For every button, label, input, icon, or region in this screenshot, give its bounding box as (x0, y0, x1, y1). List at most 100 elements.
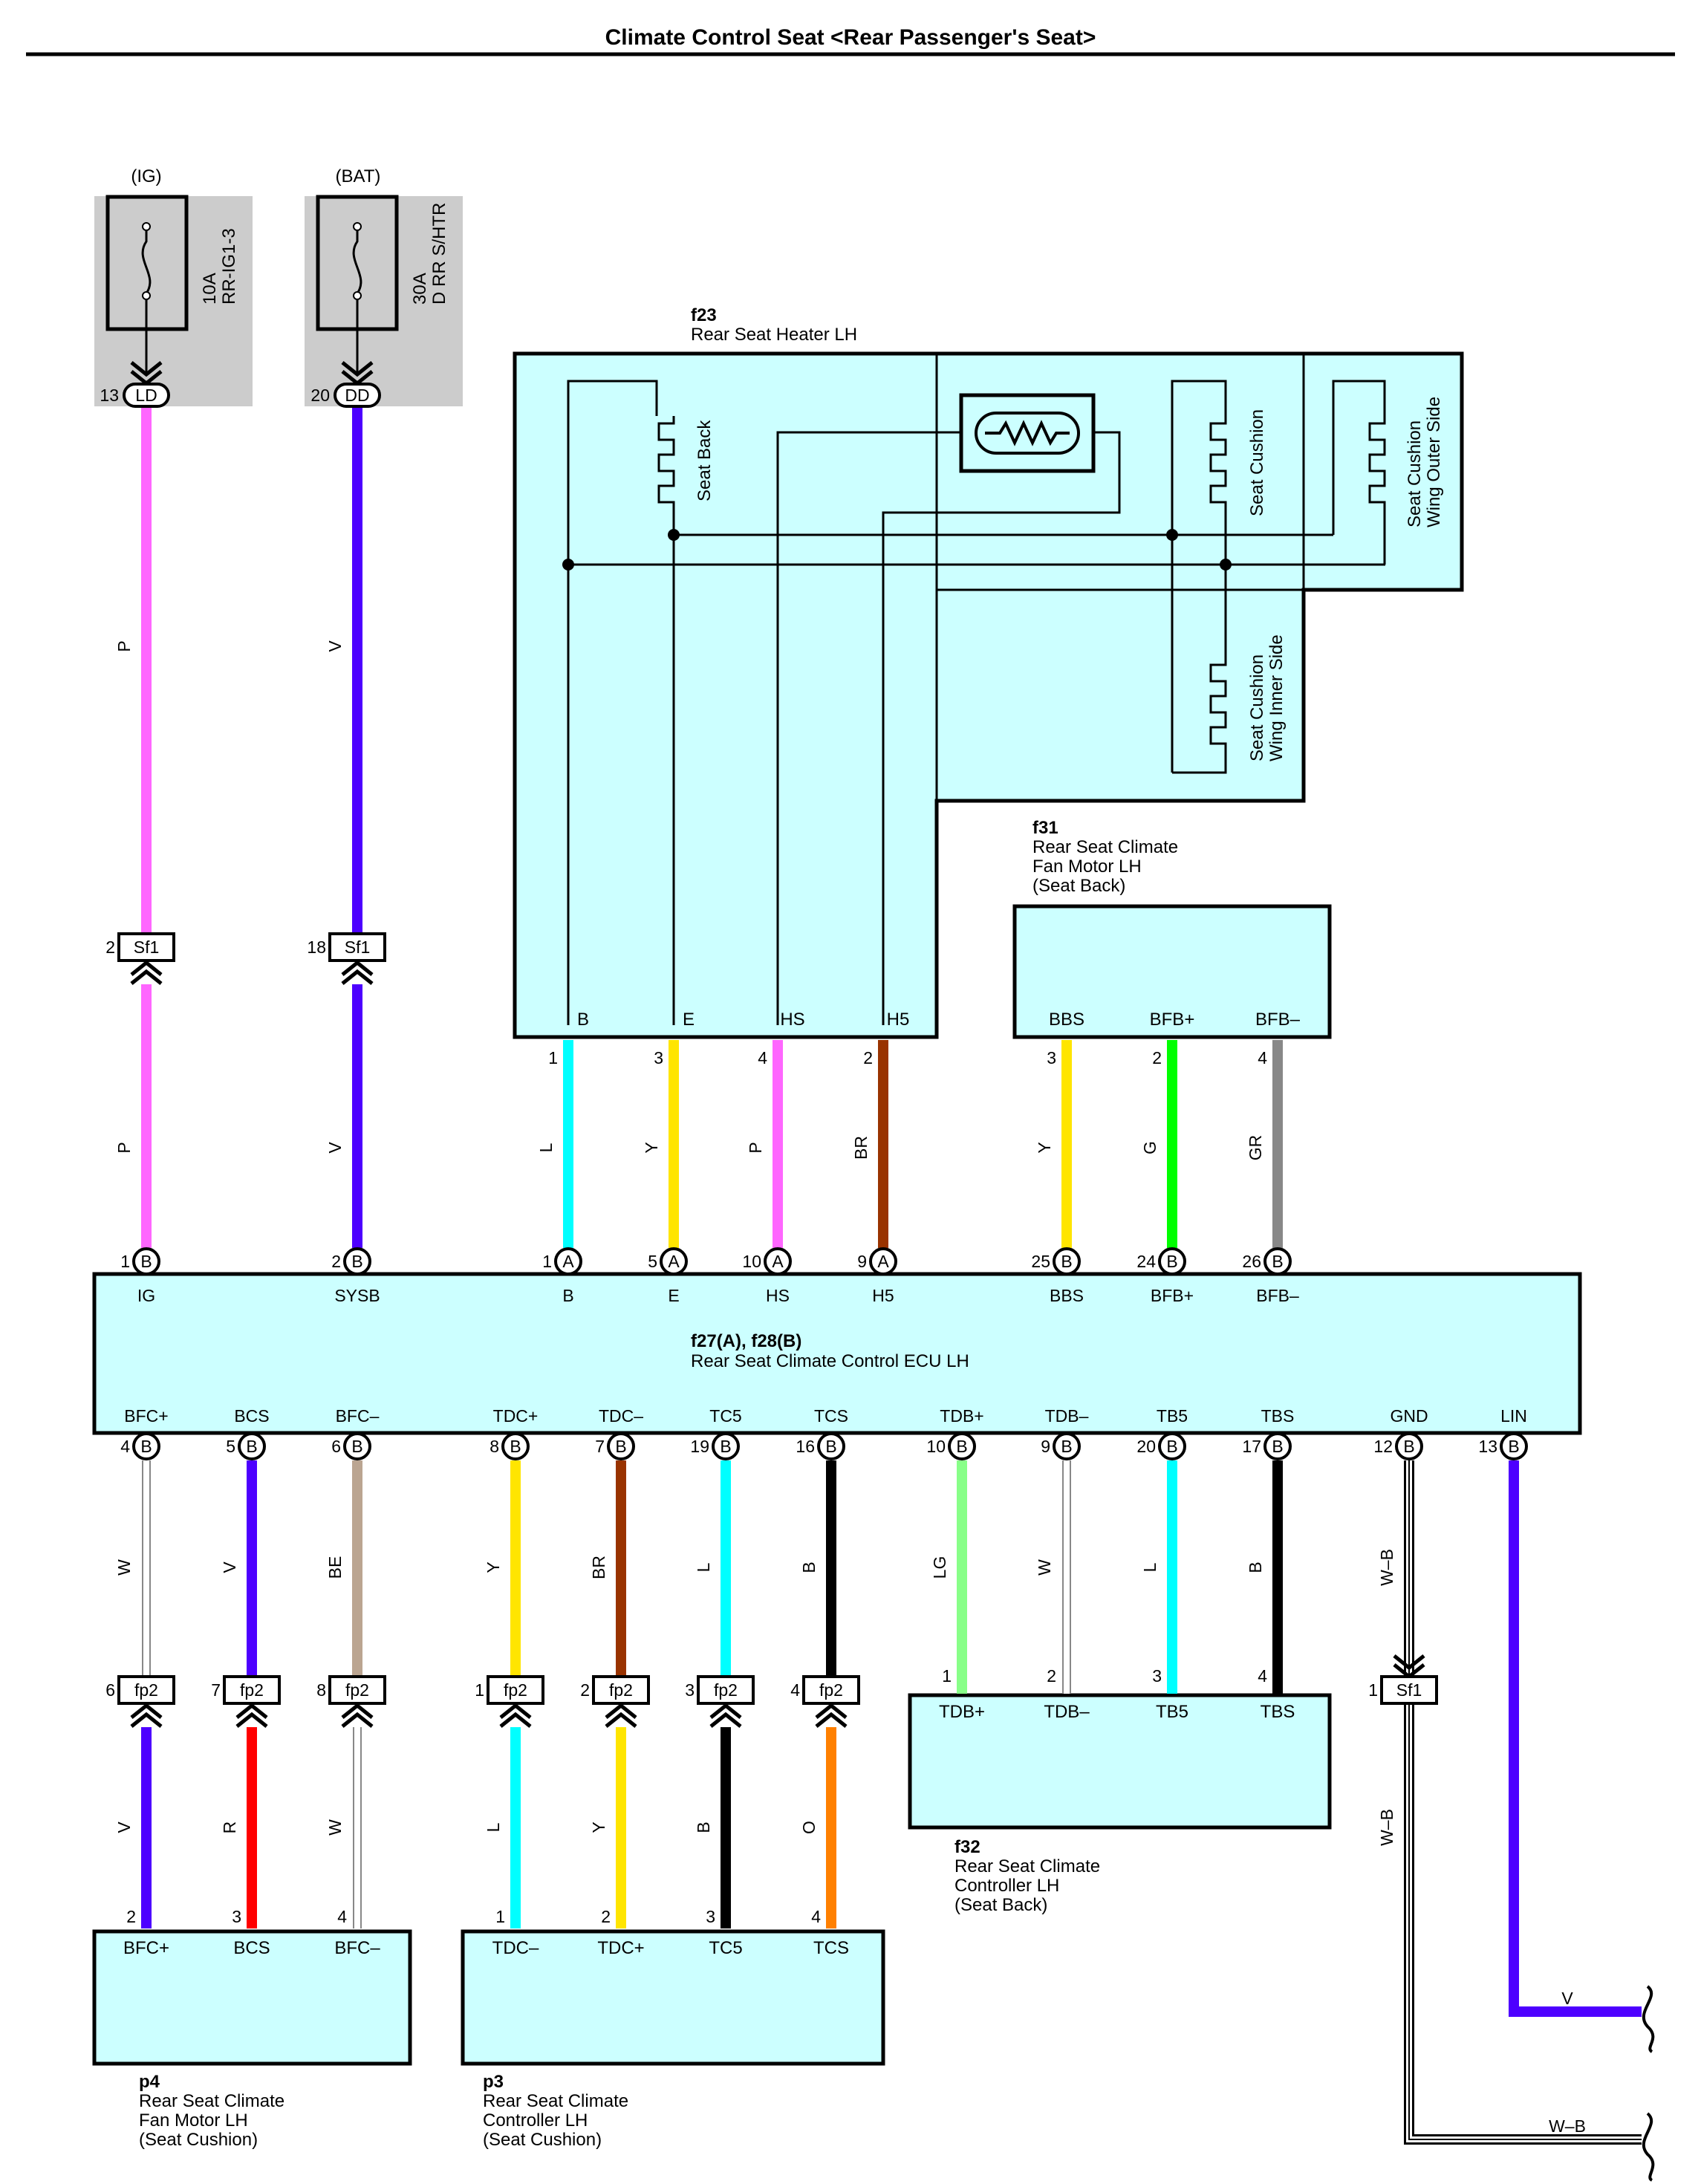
ecu-bottom-pin-number-12: 13 (1478, 1437, 1497, 1456)
ecu-top-pin-number-2: 1 (542, 1252, 552, 1271)
wire-heater-color-1: Y (642, 1142, 661, 1153)
sf1-junction-1-label: Sf1 (345, 937, 371, 957)
sf1-chevron-0-icon (130, 960, 163, 985)
fuse-bat-rating: 30A (410, 273, 430, 305)
heater-pin-2: 4 (758, 1048, 767, 1067)
wing-outer-element-icon (1368, 416, 1386, 565)
ecu-bottom-wire-color-9: L (1140, 1562, 1160, 1572)
heater-cushion-link (1171, 380, 1227, 773)
ecu-top-pin-number-5: 9 (857, 1252, 867, 1271)
fuse-1-pin: 20 (310, 386, 330, 405)
fp2-junction-pin-5: 3 (685, 1680, 695, 1700)
sf1-lower-junction-frame (1380, 1675, 1438, 1705)
fuse-1-connector-frame (334, 383, 381, 408)
ecu-bottom-wire-color-0: W (114, 1559, 134, 1576)
sf1-chevron-1-icon (341, 960, 374, 985)
fuse-0-connector-label: LD (135, 386, 157, 405)
wire-supply-lower-color-1: V (325, 1142, 345, 1154)
fp2-junction-pin-2: 8 (316, 1680, 326, 1700)
ecu-top-pin-1-ring (343, 1247, 371, 1275)
ecu-bottom-pin-4-ring (607, 1432, 635, 1460)
controller-back-line-2: Controller LH (954, 1876, 1059, 1896)
ecu-bottom-pin-3-ring (501, 1432, 530, 1460)
fp2-junction-0-label: fp2 (134, 1680, 158, 1700)
ecu-bottom-pin-number-1: 5 (226, 1437, 235, 1456)
heater-wire-hs (776, 431, 961, 1025)
ecu-bottom-pin-number-10: 17 (1242, 1437, 1261, 1456)
heater-internal-wiring (562, 380, 1386, 1025)
controller-cushion-terminal-0: TDC– (492, 1938, 539, 1958)
ecu-bottom-wire-color-3: Y (484, 1561, 503, 1573)
ecu-top-pin-0-ring (132, 1247, 160, 1275)
controller-cushion-terminal-2: TC5 (709, 1938, 742, 1958)
wire-fp2-lower-color-1: R (220, 1821, 239, 1834)
fp2-junction-6-frame (802, 1675, 860, 1705)
fp2-junction-3-label: fp2 (504, 1680, 527, 1700)
ecu-top-pin-5-ring (869, 1247, 897, 1275)
ecu-bottom-pin-label-3: TDC+ (493, 1406, 539, 1426)
ecu-bottom-pin-number-2: 6 (331, 1437, 341, 1456)
heater-wire-b (567, 380, 658, 1025)
ecu-bottom-pin-0-ring (132, 1432, 160, 1460)
ecu-top-pin-number-8: 26 (1242, 1252, 1261, 1271)
ecu-bottom-pin-4-letter: B (615, 1437, 626, 1456)
ecu-bottom-pin-label-2: BFC– (336, 1406, 380, 1426)
ecu-top-pin-6-letter: B (1061, 1252, 1072, 1271)
sf1-junction-pin-0: 2 (105, 937, 115, 957)
wire-fp2-lower-color-6: O (799, 1821, 819, 1834)
ecu-bottom-wire-color-6: B (799, 1561, 819, 1573)
ecu-top-pin-label-0: IG (137, 1286, 155, 1305)
sf1-lower-pin: 1 (1368, 1680, 1378, 1700)
page-title: Climate Control Seat <Rear Passenger's S… (605, 25, 1096, 50)
wire-ground-lower-color: W–B (1377, 1809, 1396, 1846)
ecu-top-pin-7-letter: B (1166, 1252, 1177, 1271)
ecu-bottom-pin-12-letter: B (1508, 1437, 1519, 1456)
wire-fp2-lower-color-2: W (325, 1819, 345, 1836)
ecu-bottom-wire-color-8: W (1035, 1559, 1054, 1576)
fuse-ig-source: (IG) (131, 166, 161, 186)
ecu-bottom-wire-color-5: L (694, 1562, 713, 1572)
fan-back-line-2: Fan Motor LH (1032, 857, 1142, 877)
wire-fp2-lower-color-5: B (694, 1821, 713, 1833)
ecu-bottom-pin-7-ring (948, 1432, 976, 1460)
ecu-bottom-pin-number-7: 10 (926, 1437, 946, 1456)
controller-cushion-pin-3: 4 (811, 1907, 821, 1926)
heater-element-seat-back: Seat Back (695, 420, 715, 501)
junction-dot-3 (1166, 529, 1178, 541)
ecu-bottom-pin-number-4: 7 (595, 1437, 605, 1456)
wire-lin (1509, 1460, 1642, 2017)
controller-back-box (908, 1693, 1332, 1830)
ecu-bottom-pin-8-letter: B (1061, 1437, 1072, 1456)
ecu-bottom-pin-number-9: 20 (1136, 1437, 1156, 1456)
fuse-ig-background (94, 196, 253, 406)
ecu-bottom-pin-6-letter: B (825, 1437, 836, 1456)
ecu-name: Rear Seat Climate Control ECU LH (691, 1351, 969, 1371)
ecu-bottom-pin-9-letter: B (1166, 1437, 1177, 1456)
controller-cushion-line-2: Controller LH (483, 2110, 588, 2131)
fuse-1-connector-label: DD (345, 386, 369, 405)
ecu-bottom-pin-label-7: TDB+ (940, 1406, 983, 1426)
controller-cushion-pin-2: 3 (706, 1907, 715, 1926)
ecu-bottom-wire-color-4: BR (589, 1556, 608, 1579)
ecu-top-pin-label-1: SYSB (334, 1286, 380, 1305)
ecu-bottom-pin-number-8: 9 (1041, 1437, 1050, 1456)
wire-ground-upper-color: W–B (1377, 1549, 1396, 1586)
fp2-chevron-1-icon (235, 1703, 268, 1728)
heater-id: f23 (691, 305, 717, 325)
heater-element-wing-inner-1: Seat Cushion (1247, 654, 1267, 761)
fp2-junction-pin-1: 7 (211, 1680, 221, 1700)
seat-cushion-element-icon (1209, 416, 1227, 654)
wire-fan-back-color-1: G (1140, 1141, 1160, 1154)
ecu-bottom-pin-number-0: 4 (120, 1437, 130, 1456)
fp2-junction-pin-6: 4 (790, 1680, 800, 1700)
fan-back-line-3: (Seat Back) (1032, 876, 1125, 896)
fan-cushion-terminal-2: BFC– (334, 1938, 380, 1958)
ecu-bottom-pin-1-ring (238, 1432, 266, 1460)
controller-cushion-terminal-1: TDC+ (597, 1938, 644, 1958)
ecu-top-pin-number-6: 25 (1031, 1252, 1050, 1271)
wires-layer (141, 408, 1642, 2145)
fuse-ig-pin-bottom (142, 291, 151, 300)
fan-back-id: f31 (1032, 818, 1058, 838)
fuse-ig-name: RR-IG1-3 (219, 228, 239, 305)
ecu-id: f27(A), f28(B) (691, 1331, 801, 1351)
